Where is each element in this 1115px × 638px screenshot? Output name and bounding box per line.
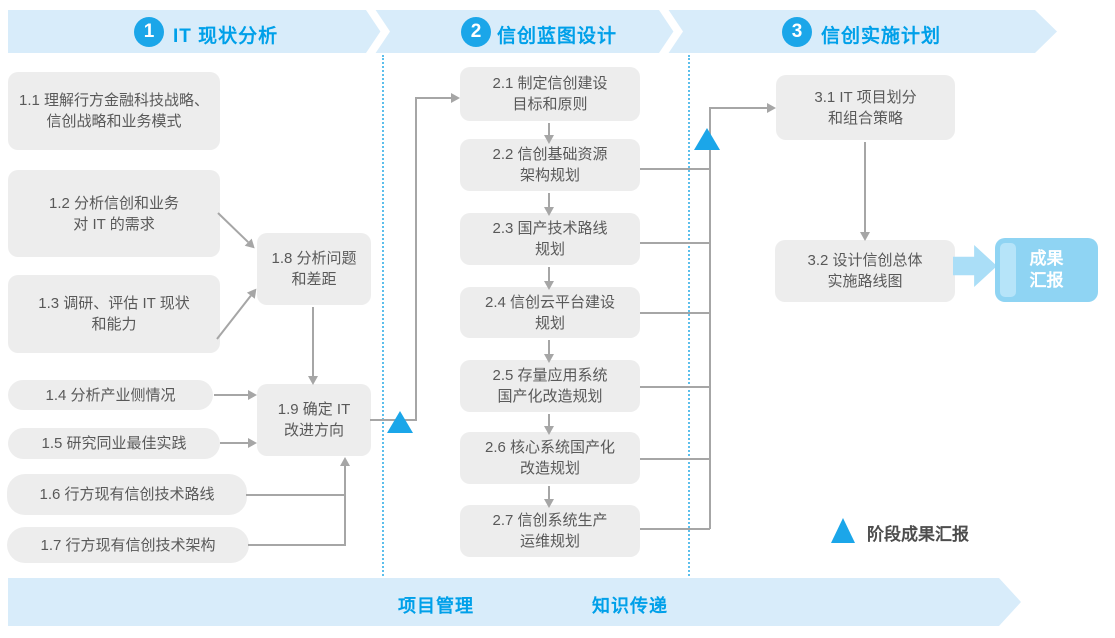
step-box-2-5: 2.5 存量应用系统 国产化改造规划 — [460, 360, 640, 412]
connector-2-2-stub — [640, 168, 710, 170]
phase-2-number-badge: 2 — [461, 17, 491, 47]
step-box-2-7: 2.7 信创系统生产 运维规划 — [460, 505, 640, 557]
step-box-1-9: 1.9 确定 IT 改进方向 — [257, 384, 371, 456]
connector-into-2-1 — [415, 93, 460, 103]
connector-1-5-to-1-9 — [220, 438, 257, 448]
phase-divider-dashed-line — [382, 55, 384, 576]
step-box-1-8: 1.8 分析问题 和差距 — [257, 233, 371, 305]
connector-3-1-to-3-2 — [864, 142, 866, 232]
connector-2-5-to-2-6 — [548, 414, 550, 426]
step-box-1-4: 1.4 分析产业侧情况 — [8, 380, 213, 410]
connector-2-6-to-2-7 — [548, 486, 550, 499]
step-box-1-2: 1.2 分析信创和业务 对 IT 的需求 — [8, 170, 220, 257]
step-box-3-2: 3.2 设计信创总体 实施路线图 — [775, 240, 955, 302]
phase-divider-dashed-line — [688, 55, 690, 576]
phase-2-title: 信创蓝图设计 — [497, 26, 618, 47]
milestone-triangle-icon — [387, 411, 413, 433]
connector-2-5-stub — [640, 386, 710, 388]
phase-1-number-badge: 1 — [134, 17, 164, 47]
step-box-1-5: 1.5 研究同业最佳实践 — [8, 428, 220, 459]
bottom-banner-label-knowledge-transfer: 知识传递 — [592, 596, 668, 616]
step-box-2-2: 2.2 信创基础资源 架构规划 — [460, 139, 640, 191]
phase-banner — [8, 10, 1057, 53]
step-box-2-6: 2.6 核心系统国产化 改造规划 — [460, 432, 640, 484]
step-box-1-7: 1.7 行方现有信创技术架构 — [7, 527, 249, 563]
step-box-2-3: 2.3 国产技术路线 规划 — [460, 213, 640, 265]
connector-2-7-stub — [640, 528, 710, 530]
legend-label: 阶段成果汇报 — [867, 525, 969, 544]
connector-1-6-stub — [246, 494, 346, 496]
phase-3-title: 信创实施计划 — [821, 26, 942, 47]
connector-2-3-to-2-4 — [548, 267, 550, 281]
phase-1-title: IT 现状分析 — [173, 26, 279, 47]
connector-2-4-stub — [640, 312, 710, 314]
connector-2-3-stub — [640, 242, 710, 244]
connector-phase2-riser — [709, 108, 711, 529]
connector-into-3-1 — [709, 103, 776, 113]
result-arrow-icon — [953, 245, 997, 287]
step-box-3-1: 3.1 IT 项目划分 和组合策略 — [776, 75, 955, 140]
connector-phase1-riser — [415, 98, 417, 420]
bottom-banner — [8, 578, 1021, 626]
connector-1-8-to-1-9 — [312, 307, 314, 376]
connector-1-3-to-1-8 — [216, 295, 252, 340]
step-box-1-6: 1.6 行方现有信创技术路线 — [7, 474, 247, 515]
connector-1-7-stub — [248, 544, 346, 546]
step-box-1-3: 1.3 调研、评估 IT 现状 和能力 — [8, 275, 220, 353]
bottom-banner-label-project-management: 项目管理 — [398, 596, 474, 616]
phase-3-number-badge: 3 — [782, 17, 812, 47]
legend-triangle-icon — [831, 518, 855, 543]
step-box-2-4: 2.4 信创云平台建设 规划 — [460, 287, 640, 338]
connector-1-2-to-1-8 — [217, 212, 249, 243]
connector-1-4-to-1-9 — [214, 390, 257, 400]
step-box-1-1: 1.1 理解行方金融科技战略、 信创战略和业务模式 — [8, 72, 220, 150]
milestone-triangle-icon — [694, 128, 720, 150]
step-box-2-1: 2.1 制定信创建设 目标和原则 — [460, 67, 640, 121]
connector-2-4-to-2-5 — [548, 340, 550, 354]
connector-2-1-to-2-2 — [548, 123, 550, 135]
connector-2-2-to-2-3 — [548, 193, 550, 207]
result-report-box: 成果 汇报 — [995, 238, 1098, 302]
connector-riser-to-1-9 — [344, 466, 346, 546]
connector-2-6-stub — [640, 458, 710, 460]
